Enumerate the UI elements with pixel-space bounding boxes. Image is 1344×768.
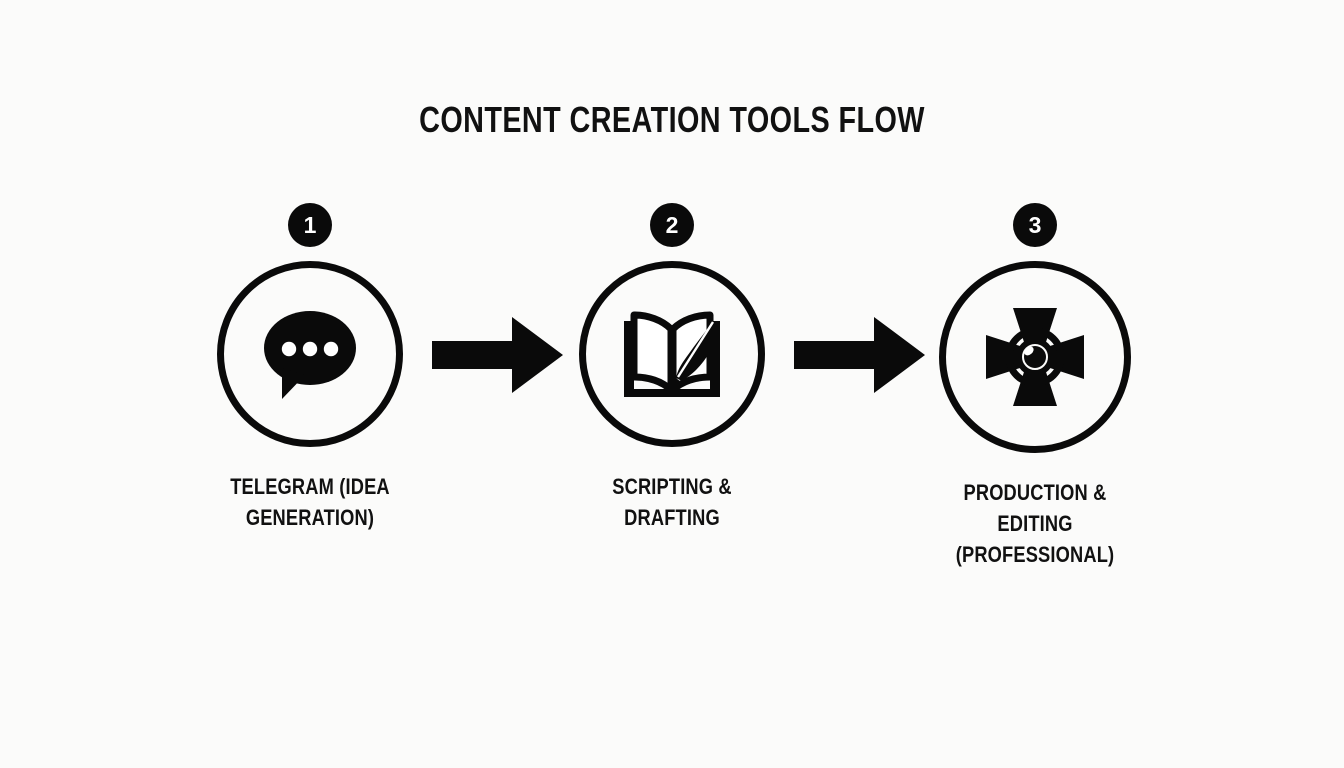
arrow-right-icon [432,315,564,395]
chat-bubble-dots-icon [258,306,362,402]
flow-arrow-1 [432,315,564,395]
open-book-quill-icon [620,307,724,401]
step-label-1: TELEGRAM (IDEA GENERATION) [230,474,390,530]
step-label-2: SCRIPTING & DRAFTING [612,474,732,530]
step-number-badge-1: 1 [288,203,332,247]
page-title: CONTENT CREATION TOOLS FLOW [419,99,925,140]
step-number-badge-2: 2 [650,203,694,247]
step-icon-ring-1 [217,261,403,447]
step-icon-ring-3 [939,261,1131,453]
step-icon-ring-2 [579,261,765,447]
flow-step-3[interactable]: 3 [905,203,1165,570]
arrow-right-icon [794,315,926,395]
flow-step-1[interactable]: 1 TELEGRAM (IDEA GENERATION) [180,203,440,533]
step-number-badge-3: 3 [1013,203,1057,247]
step-label-3: PRODUCTION & EDITING (PROFESSIONAL) [955,480,1115,567]
studio-light-lens-icon [980,302,1090,412]
flow-step-2[interactable]: 2 [542,203,802,533]
flow-arrow-2 [794,315,926,395]
